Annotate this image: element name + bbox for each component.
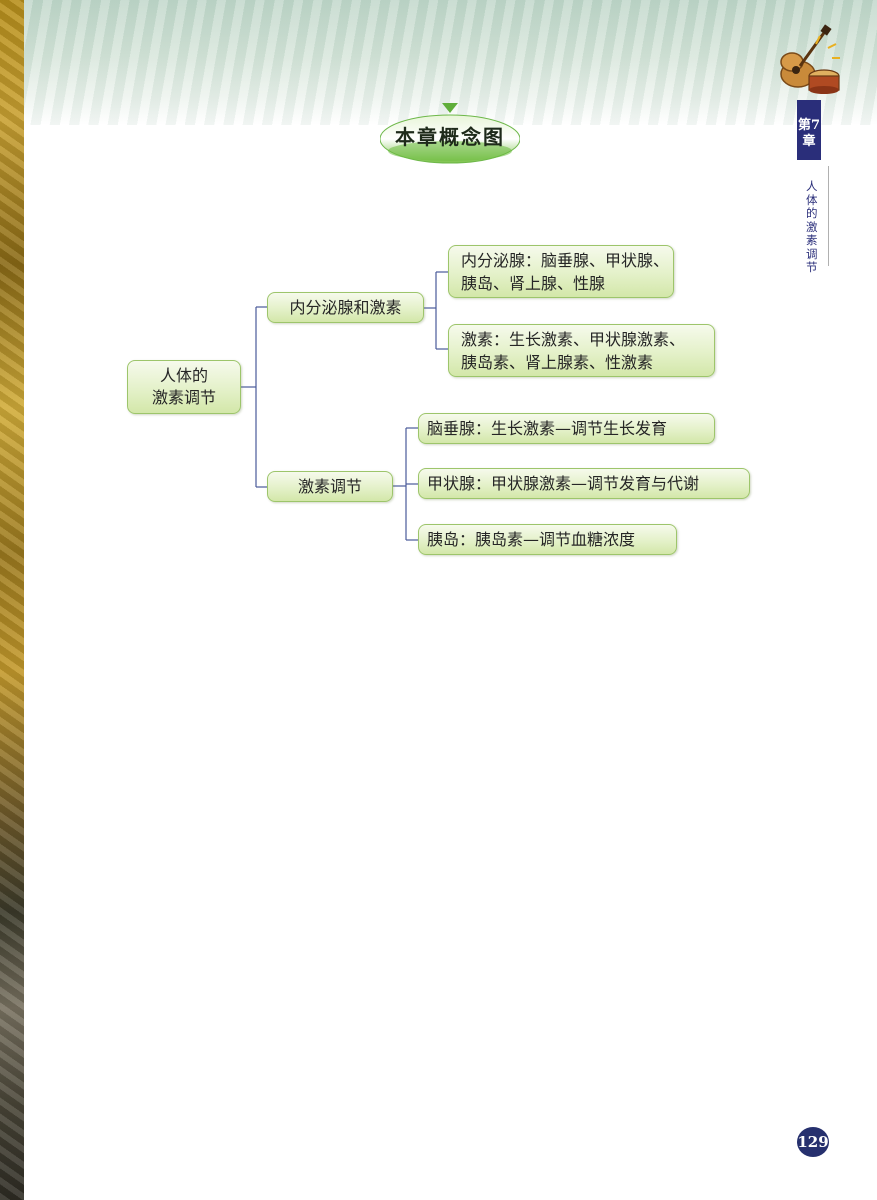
leaf-text: 脑垂腺：生长激素—调节生长发育 <box>427 419 668 438</box>
chapter-side-title: 人体的激素调节 <box>806 179 818 274</box>
branch-label: 激素调节 <box>297 477 362 496</box>
root-line-1: 人体的 <box>159 366 208 385</box>
root-line-2: 激素调节 <box>151 388 216 407</box>
leaf-line-1: 内分泌腺：脑垂腺、甲状腺、 <box>461 251 670 270</box>
page-title: 本章概念图 <box>395 125 505 149</box>
chapter-tab-divider <box>828 166 829 266</box>
left-photo-strip <box>0 0 24 1200</box>
chapter-tab: 第7章 <box>797 100 821 160</box>
leaf-node-thyroid: 甲状腺：甲状腺激素—调节发育与代谢 <box>418 468 750 499</box>
leaf-line-1: 激素：生长激素、甲状腺激素、 <box>461 330 686 349</box>
page-number-badge: 129 <box>797 1127 829 1157</box>
root-node: 人体的 激素调节 <box>127 360 241 414</box>
guitar-drum-icon <box>776 24 842 98</box>
leaf-line-2: 胰岛、肾上腺、性腺 <box>461 274 606 293</box>
leaf-text: 胰岛：胰岛素—调节血糖浓度 <box>427 530 636 549</box>
leaf-node-hormones-list: 激素：生长激素、甲状腺激素、 胰岛素、肾上腺素、性激素 <box>448 324 715 377</box>
chapter-concept-map-banner: 本章概念图 <box>380 103 520 165</box>
leaf-node-glands-list: 内分泌腺：脑垂腺、甲状腺、 胰岛、肾上腺、性腺 <box>448 245 674 298</box>
branch-node-glands: 内分泌腺和激素 <box>267 292 424 323</box>
header-decor-band <box>24 0 877 125</box>
leaf-text: 甲状腺：甲状腺激素—调节发育与代谢 <box>427 474 700 493</box>
branch-node-regulation: 激素调节 <box>267 471 393 502</box>
leaf-node-pituitary: 脑垂腺：生长激素—调节生长发育 <box>418 413 715 444</box>
leaf-node-islets: 胰岛：胰岛素—调节血糖浓度 <box>418 524 677 555</box>
leaf-line-2: 胰岛素、肾上腺素、性激素 <box>461 353 654 372</box>
branch-label: 内分泌腺和激素 <box>289 298 402 317</box>
